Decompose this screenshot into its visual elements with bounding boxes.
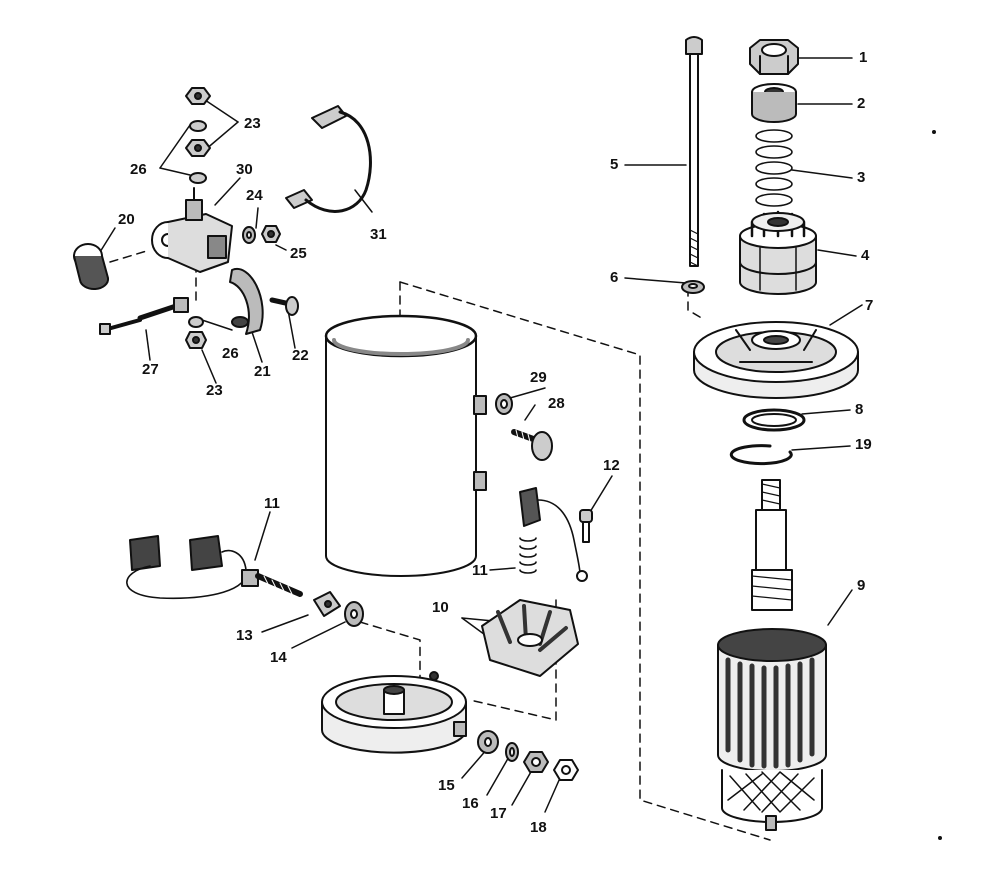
callout-24: 24 bbox=[246, 187, 263, 204]
callout-16: 16 bbox=[462, 795, 479, 812]
part-pinion-4 bbox=[739, 210, 817, 295]
callout-25: 25 bbox=[290, 245, 307, 262]
part-washer-15 bbox=[477, 730, 499, 754]
part-bolt-28 bbox=[511, 429, 553, 461]
part-terminal-13 bbox=[313, 591, 341, 617]
leader-lines bbox=[99, 57, 863, 813]
part-lockwasher-16 bbox=[505, 742, 519, 762]
callout-20: 20 bbox=[118, 211, 135, 228]
callout-5: 5 bbox=[610, 156, 619, 173]
part-terminal-27 bbox=[99, 297, 189, 335]
part-nut-1 bbox=[749, 39, 799, 75]
callout-10: 10 bbox=[432, 599, 449, 616]
callout-1: 1 bbox=[859, 49, 868, 66]
callout-29: 29 bbox=[530, 369, 547, 386]
part-screw-22 bbox=[269, 296, 299, 316]
part-washer-14 bbox=[344, 601, 364, 627]
part-brush-spring-11 bbox=[519, 487, 588, 582]
part-boot-20 bbox=[73, 243, 110, 291]
part-cable-31 bbox=[285, 105, 372, 213]
callout-22: 22 bbox=[292, 347, 309, 364]
callout-28: 28 bbox=[548, 395, 565, 412]
part-nuts-23-26-lower bbox=[185, 316, 207, 349]
callout-30: 30 bbox=[236, 161, 253, 178]
part-washer-8 bbox=[742, 408, 806, 432]
scan-speck bbox=[932, 130, 936, 134]
part-nut-18 bbox=[553, 759, 579, 781]
part-washer-29 bbox=[495, 393, 513, 415]
callout-8: 8 bbox=[855, 401, 864, 418]
part-snap-ring-19 bbox=[729, 444, 793, 466]
callout-26-bottom: 26 bbox=[222, 345, 239, 362]
part-frame-housing bbox=[324, 314, 487, 577]
callout-4: 4 bbox=[861, 247, 870, 264]
part-washer-6 bbox=[681, 280, 705, 294]
callout-17: 17 bbox=[490, 805, 507, 822]
part-nut-25 bbox=[261, 225, 281, 243]
callout-26-top: 26 bbox=[130, 161, 147, 178]
callout-12: 12 bbox=[603, 457, 620, 474]
callout-23-top: 23 bbox=[244, 115, 261, 132]
part-end-cap-7 bbox=[693, 321, 859, 399]
callout-3: 3 bbox=[857, 169, 866, 186]
part-end-head bbox=[321, 671, 467, 754]
callout-27: 27 bbox=[142, 361, 159, 378]
part-screw-12 bbox=[579, 509, 593, 543]
part-nuts-23-top bbox=[185, 87, 211, 184]
scan-speck bbox=[938, 836, 942, 840]
part-bracket-21 bbox=[229, 267, 264, 335]
callout-21: 21 bbox=[254, 363, 271, 380]
part-brush-set-11 bbox=[126, 535, 303, 600]
callout-31: 31 bbox=[370, 226, 387, 243]
callout-23-bottom: 23 bbox=[206, 382, 223, 399]
callout-7: 7 bbox=[865, 297, 874, 314]
callout-19: 19 bbox=[855, 436, 872, 453]
callout-11-left: 11 bbox=[264, 495, 280, 512]
callout-9: 9 bbox=[857, 577, 866, 594]
callout-15: 15 bbox=[438, 777, 455, 794]
part-spacer-2 bbox=[751, 83, 797, 123]
part-spring-3 bbox=[755, 129, 793, 207]
callout-18: 18 bbox=[530, 819, 547, 836]
part-washer-24 bbox=[242, 226, 256, 244]
callout-6: 6 bbox=[610, 269, 619, 286]
part-brush-holder-10 bbox=[481, 599, 579, 677]
callout-2: 2 bbox=[857, 95, 866, 112]
part-solenoid-30 bbox=[151, 187, 233, 273]
callout-14: 14 bbox=[270, 649, 287, 666]
part-armature-9 bbox=[717, 479, 827, 831]
callout-11-right: 11 bbox=[472, 562, 488, 579]
part-through-bolt-5 bbox=[685, 36, 703, 267]
part-nut-17 bbox=[523, 751, 549, 773]
callout-13: 13 bbox=[236, 627, 253, 644]
